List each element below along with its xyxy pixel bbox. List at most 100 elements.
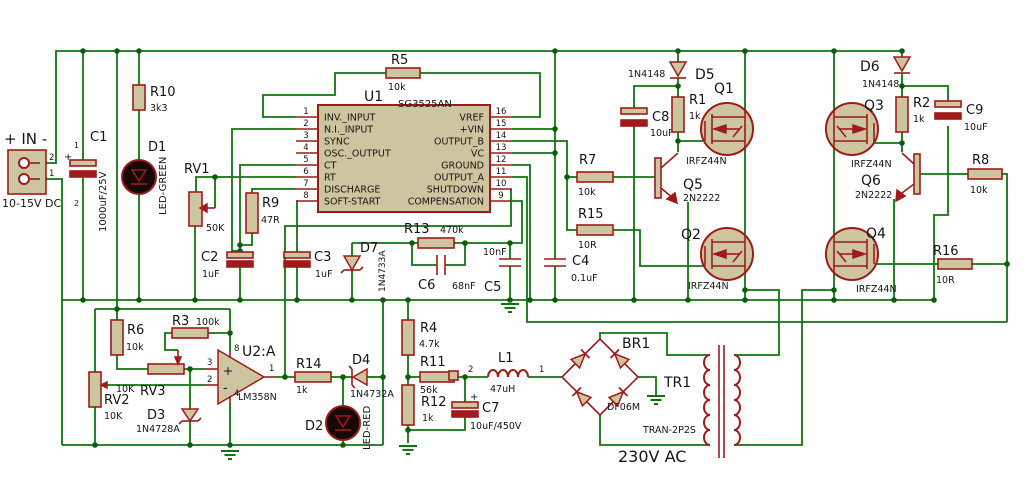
label: INV._INPUT	[324, 113, 376, 124]
label: D1	[148, 140, 166, 155]
label: COMPENSATION	[408, 197, 484, 208]
label: R6	[127, 323, 144, 338]
label: 3	[303, 131, 308, 141]
label: RV2	[104, 393, 130, 408]
pot-rv1: RV1 50K	[184, 162, 225, 234]
label: 8	[234, 344, 239, 354]
label: IRFZ44N	[851, 159, 892, 170]
label: 10K	[116, 384, 135, 395]
label: 230V AC	[618, 447, 686, 466]
label: 5	[303, 155, 308, 165]
label: C9	[966, 103, 983, 118]
label: +	[223, 364, 233, 378]
label: TRAN-2P2S	[642, 425, 696, 436]
label: LED-GREEN	[158, 157, 169, 215]
label: 1N4148	[862, 79, 899, 90]
label: 10R	[578, 240, 597, 251]
label: 50K	[206, 223, 225, 234]
label: 11	[496, 167, 507, 177]
label: 2	[74, 199, 79, 208]
label: 1N4733A	[378, 250, 388, 292]
label: 10k	[126, 342, 144, 353]
label: 1N4728A	[136, 424, 180, 435]
label: 15	[496, 119, 507, 129]
label: 10uF	[964, 122, 988, 133]
label: R10	[150, 85, 176, 100]
label: R9	[262, 196, 279, 211]
terminal-1: 1	[539, 365, 544, 375]
label: 8	[303, 191, 308, 201]
label: +VIN	[460, 125, 484, 136]
label: 12	[496, 155, 507, 165]
cap-c4: C40.1uF	[544, 254, 598, 284]
label: +	[64, 152, 72, 163]
label: 10uF	[650, 128, 674, 139]
label: R11	[420, 355, 446, 370]
label: R4	[420, 321, 437, 336]
label: Q3	[864, 98, 884, 114]
label: 1k	[913, 114, 925, 125]
label: 10k	[388, 82, 406, 93]
label: Q6	[861, 173, 881, 189]
label: RV1	[184, 162, 210, 177]
ground-icon	[399, 445, 417, 455]
label: TR1	[663, 375, 691, 391]
label: 1N4732A	[350, 389, 394, 400]
cap-c9: C9 10uF	[934, 100, 988, 133]
label: RT	[324, 173, 336, 184]
label: R8	[972, 153, 989, 168]
label: 2	[49, 153, 54, 163]
label: R15	[578, 207, 604, 222]
label: N.I._INPUT	[324, 125, 373, 136]
label: 1N4148	[628, 69, 665, 80]
label: 10K	[104, 411, 123, 422]
label: OUTPUT_A	[434, 173, 484, 184]
label: 10	[496, 179, 507, 189]
label: L1	[498, 351, 514, 366]
label: CT	[324, 161, 337, 172]
label: C3	[314, 250, 331, 265]
ground-icon	[647, 395, 665, 405]
label: BR1	[622, 336, 650, 352]
label: 1k	[689, 111, 701, 122]
label: 10nF	[483, 247, 507, 258]
label: R7	[579, 153, 596, 168]
label: +	[470, 392, 478, 403]
label: D7	[360, 241, 378, 256]
label: 9	[498, 191, 503, 201]
label: D5	[695, 67, 715, 83]
label: 7	[303, 179, 308, 189]
label: 1uF	[202, 269, 220, 280]
label: R12	[421, 395, 447, 410]
label: IRFZ44N	[688, 281, 729, 292]
label: C2	[201, 250, 218, 265]
label: 2	[303, 119, 308, 129]
label: 1	[303, 107, 308, 117]
diode-d5: D5 1N4148	[628, 61, 715, 83]
label: Q1	[714, 81, 734, 97]
label: C1	[90, 130, 107, 145]
label: 3	[207, 358, 212, 368]
